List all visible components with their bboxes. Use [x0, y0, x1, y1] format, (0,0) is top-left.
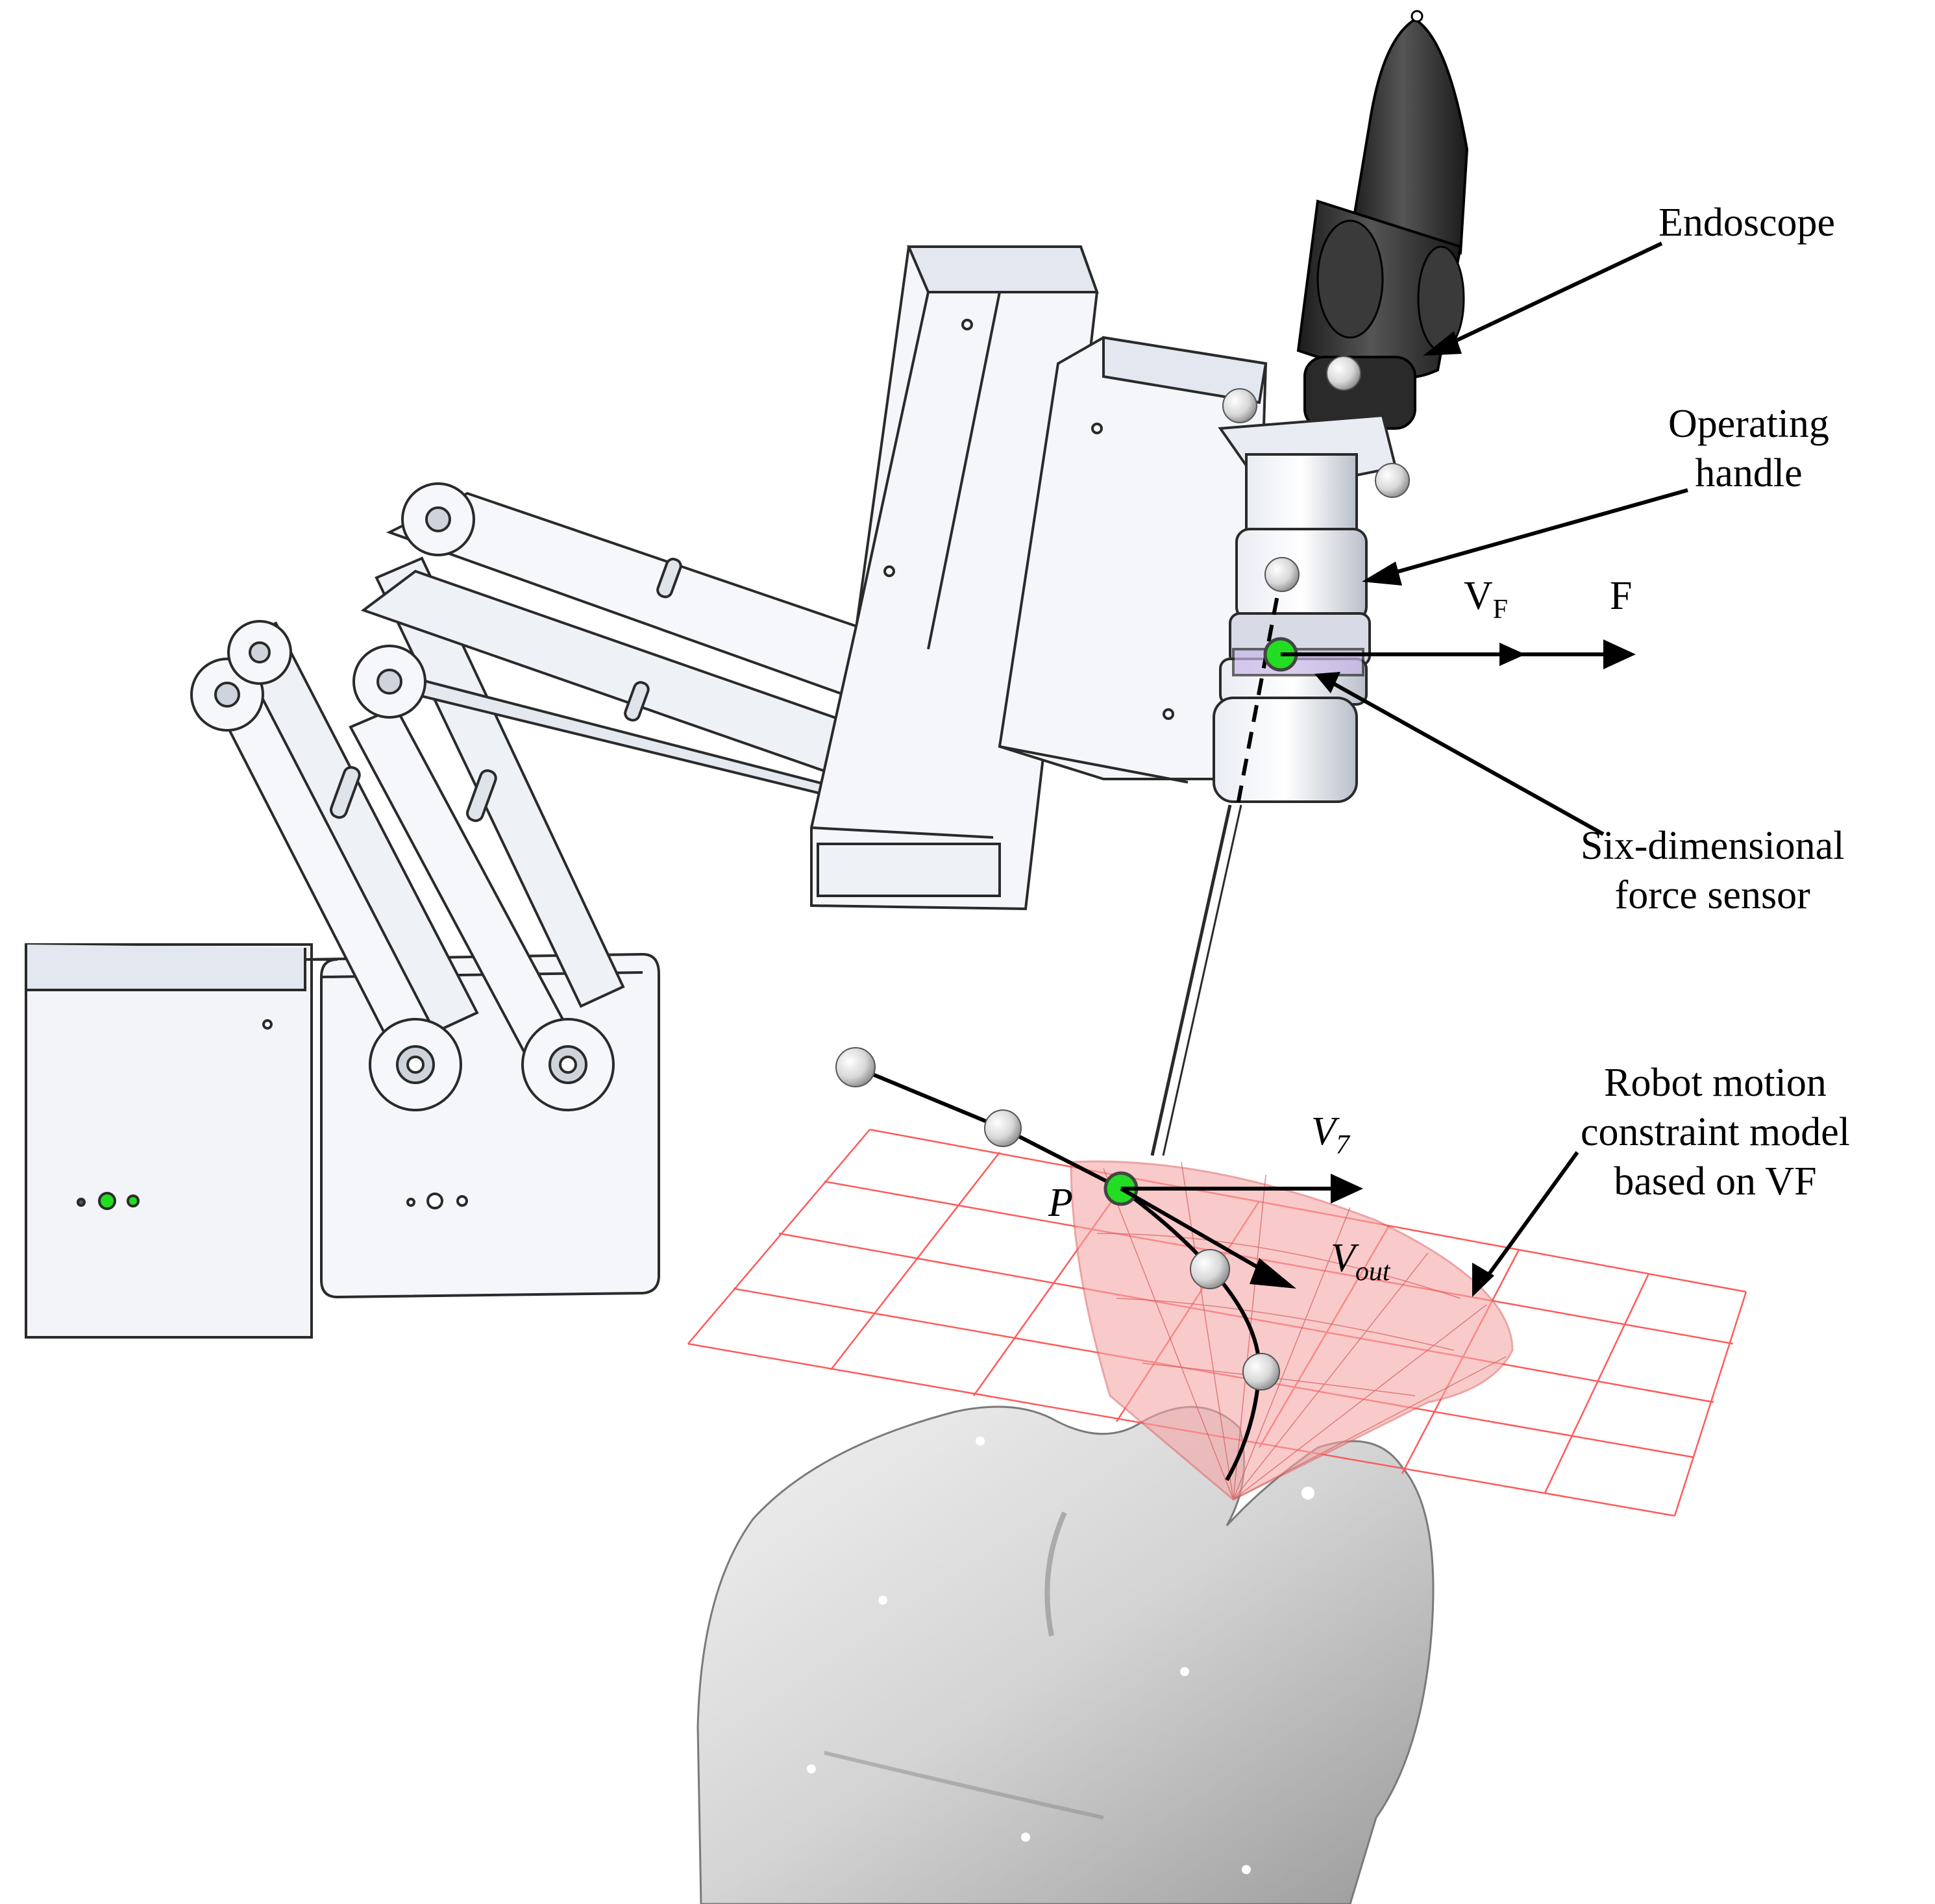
point-p-label: P — [1048, 1181, 1073, 1225]
head-model — [696, 1405, 1435, 1904]
constraint-model-label-line2: constraint model — [1581, 1110, 1850, 1154]
constraint-model-label-line3: based on VF — [1614, 1159, 1817, 1204]
robot-column — [810, 245, 1268, 911]
v7-label-sub: 7 — [1335, 1130, 1350, 1160]
v7-label: V7 — [1311, 1107, 1350, 1170]
vector-arrows — [1120, 639, 1636, 1289]
endoscope-label: Endoscope — [1658, 201, 1836, 245]
tracking-markers-tool — [1222, 356, 1410, 592]
force-sensor-label-line2: force sensor — [1614, 873, 1810, 917]
force-label: F — [1610, 574, 1633, 618]
label-leaders — [1314, 241, 1688, 1297]
trajectory — [835, 1047, 1280, 1481]
force-sensor-label-line1: Six-dimensional — [1581, 824, 1845, 868]
operating-handle-label: Operating handle — [1668, 399, 1829, 498]
endoscope-body — [1296, 10, 1469, 430]
operating-handle-label-line2: handle — [1695, 451, 1803, 495]
vf-label-main: V — [1464, 574, 1493, 618]
constraint-model-label-line1: Robot motion — [1604, 1061, 1827, 1105]
vout-label: Vout — [1331, 1233, 1390, 1296]
constraint-cone — [1070, 1160, 1514, 1501]
operating-handle-label-line1: Operating — [1668, 402, 1829, 446]
tool-shaft — [1150, 571, 1284, 1156]
robot-base — [25, 943, 660, 1339]
vout-label-main: V — [1331, 1236, 1355, 1280]
force-sensor-label: Six-dimensional force sensor — [1581, 821, 1844, 920]
vf-label-sub: F — [1492, 595, 1509, 624]
v7-label-main: V — [1311, 1109, 1336, 1154]
constraint-model-label: Robot motion constraint model based on V… — [1581, 1058, 1850, 1206]
vf-label: VF — [1464, 571, 1508, 634]
vout-label-sub: out — [1355, 1257, 1390, 1287]
